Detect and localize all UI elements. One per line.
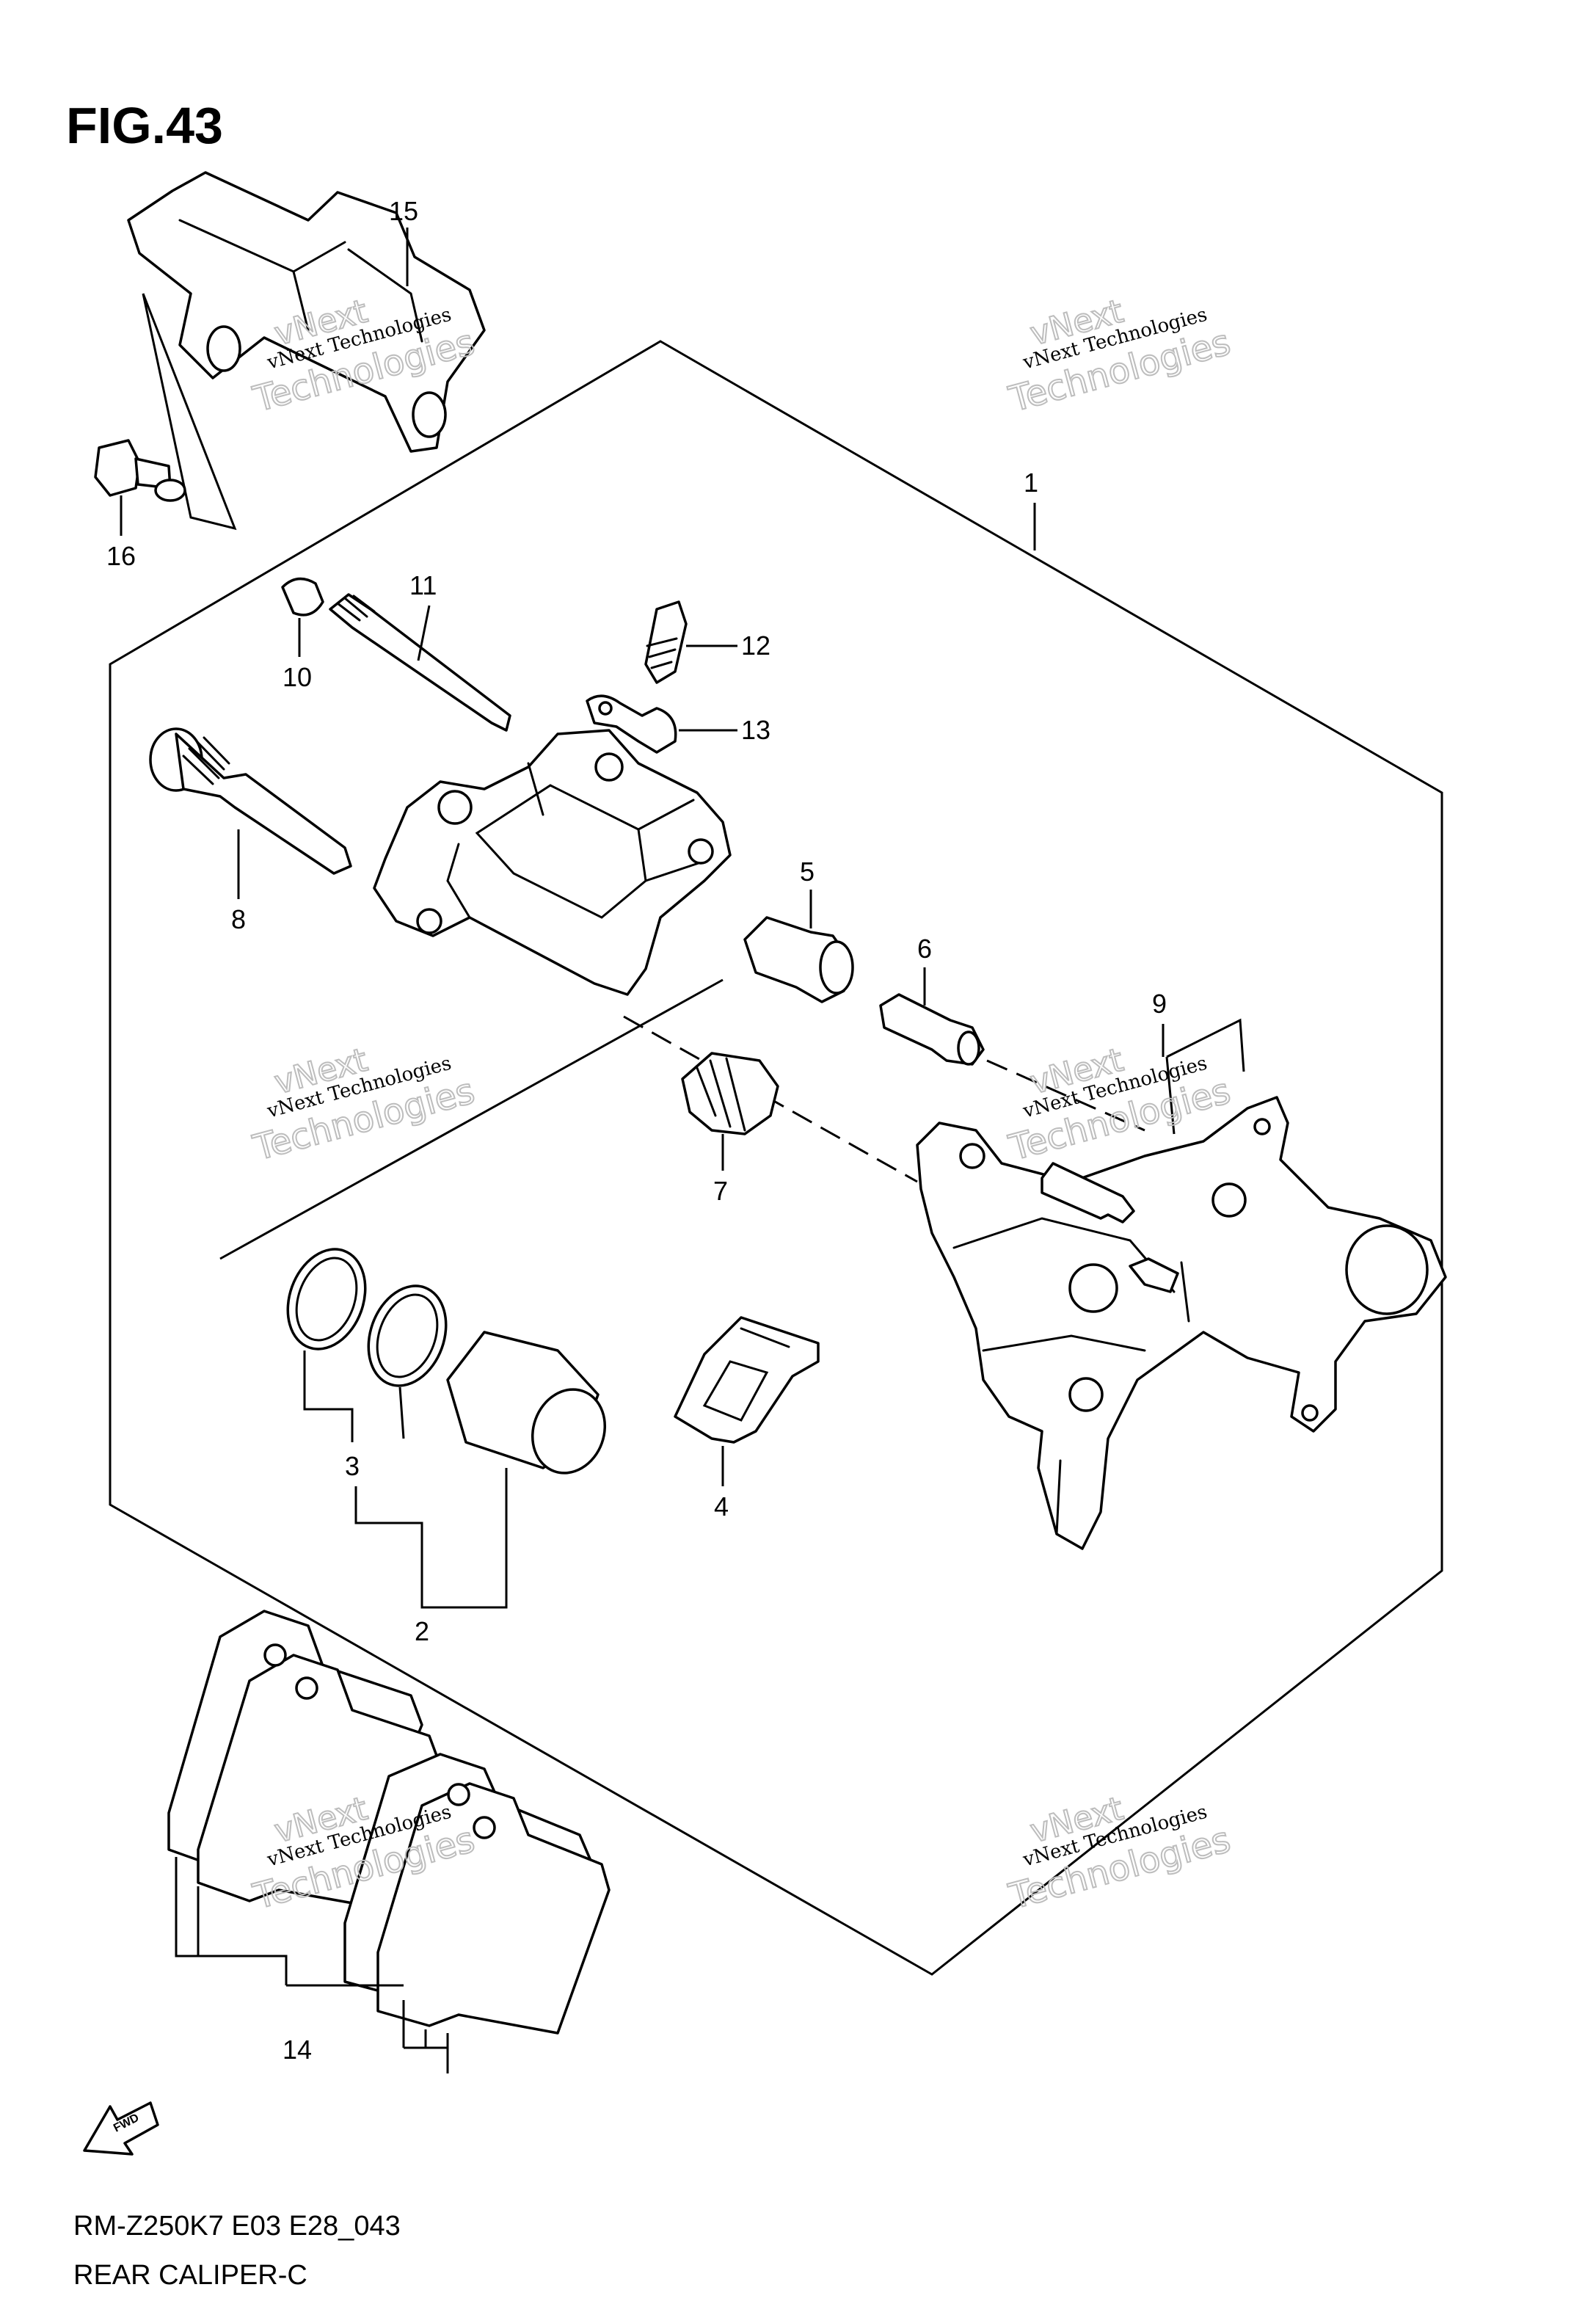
part-8-drawing (149, 727, 352, 875)
watermark-3: vNext vNext Technologies Technologies (248, 1041, 479, 1170)
watermark-5: vNext vNext Technologies Technologies (248, 1789, 479, 1919)
figure-caption: REAR CALIPER-C (73, 2260, 307, 2291)
part-7-drawing (681, 1052, 779, 1135)
leader-6-dashed (986, 1059, 1145, 1132)
callout-5: 5 (800, 857, 815, 887)
forward-arrow-icon: FWD (83, 2101, 159, 2156)
callout-16: 16 (106, 541, 136, 571)
watermark-6: vNext vNext Technologies Technologies (1004, 1789, 1235, 1919)
watermark-2: vNext vNext Technologies Technologies (1004, 292, 1235, 421)
part-15-drawing (127, 171, 486, 531)
part-10-drawing (281, 577, 324, 617)
part-12-drawing (644, 600, 688, 684)
part-14-drawing (167, 1610, 611, 2035)
leader-2 (354, 1468, 508, 1609)
callout-9: 9 (1152, 989, 1167, 1019)
callout-14: 14 (283, 2035, 312, 2065)
part-9-bracket-drawing (916, 1096, 1447, 1550)
part-13-drawing (586, 694, 677, 754)
callout-13: 13 (741, 715, 770, 745)
part-2-drawing (446, 1331, 607, 1475)
leader-14 (175, 1857, 449, 2073)
part-5-drawing (743, 916, 854, 1003)
leader-11 (417, 605, 431, 661)
callout-8: 8 (231, 904, 246, 934)
caliper-body-drawing (373, 729, 732, 996)
leader-9 (1162, 1018, 1245, 1135)
callout-6: 6 (917, 934, 932, 964)
model-code: RM-Z250K7 E03 E28_043 (73, 2211, 401, 2242)
callout-1: 1 (1024, 468, 1038, 498)
part-4-drawing (674, 1316, 820, 1444)
callout-4: 4 (714, 1491, 729, 1522)
part-16-drawing (94, 439, 186, 502)
callout-2: 2 (415, 1616, 429, 1646)
callout-12: 12 (741, 630, 770, 661)
callout-10: 10 (283, 662, 312, 692)
figure-title: FIG.43 (66, 97, 223, 154)
leader-3 (303, 1351, 405, 1442)
part-6-drawing (879, 993, 985, 1066)
callout-11: 11 (409, 570, 437, 600)
callout-15: 15 (389, 196, 418, 226)
part-3-drawing (286, 1248, 448, 1387)
assembly-outline (109, 340, 1443, 1976)
callout-7: 7 (713, 1176, 728, 1206)
callout-3: 3 (345, 1451, 360, 1481)
part-11-drawing (329, 593, 511, 732)
